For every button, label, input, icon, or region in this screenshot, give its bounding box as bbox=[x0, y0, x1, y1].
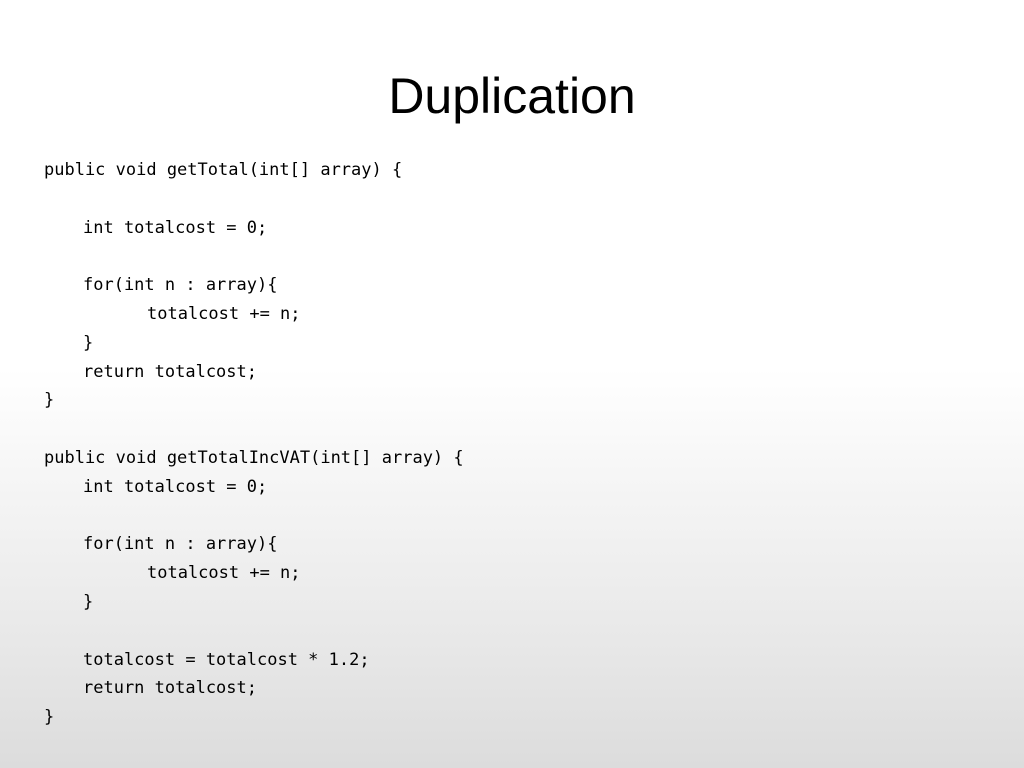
slide-title: Duplication bbox=[388, 68, 636, 124]
code-line-vat-calculation: totalcost = totalcost * 1.2; bbox=[83, 649, 370, 670]
code-line-return: return totalcost; bbox=[83, 678, 257, 699]
code-line-method-close: } bbox=[44, 390, 55, 411]
code-line-declaration: int totalcost = 0; bbox=[83, 217, 268, 238]
code-line-blank bbox=[44, 502, 984, 531]
code-line-for-loop: for(int n : array){ bbox=[83, 534, 278, 555]
code-line-blank bbox=[44, 415, 984, 444]
code-line-loop-body: totalcost += n; bbox=[147, 303, 301, 324]
code-line-blank bbox=[44, 617, 984, 646]
code-line-declaration: int totalcost = 0; bbox=[83, 476, 268, 497]
code-line-blank bbox=[44, 242, 984, 271]
code-line-for-loop: for(int n : array){ bbox=[83, 275, 278, 296]
code-line-return: return totalcost; bbox=[83, 361, 257, 382]
code-line-blank bbox=[44, 185, 984, 214]
code-line-loop-body: totalcost += n; bbox=[147, 563, 301, 584]
code-line-loop-close: } bbox=[83, 591, 94, 612]
code-block: public void getTotal(int[] array) { int … bbox=[44, 156, 984, 732]
code-line-method-signature: public void getTotal(int[] array) { bbox=[44, 160, 403, 180]
code-line-method-close: } bbox=[44, 707, 55, 728]
code-line-loop-close: } bbox=[83, 332, 94, 353]
code-line-method-signature: public void getTotalIncVAT(int[] array) … bbox=[44, 447, 464, 468]
